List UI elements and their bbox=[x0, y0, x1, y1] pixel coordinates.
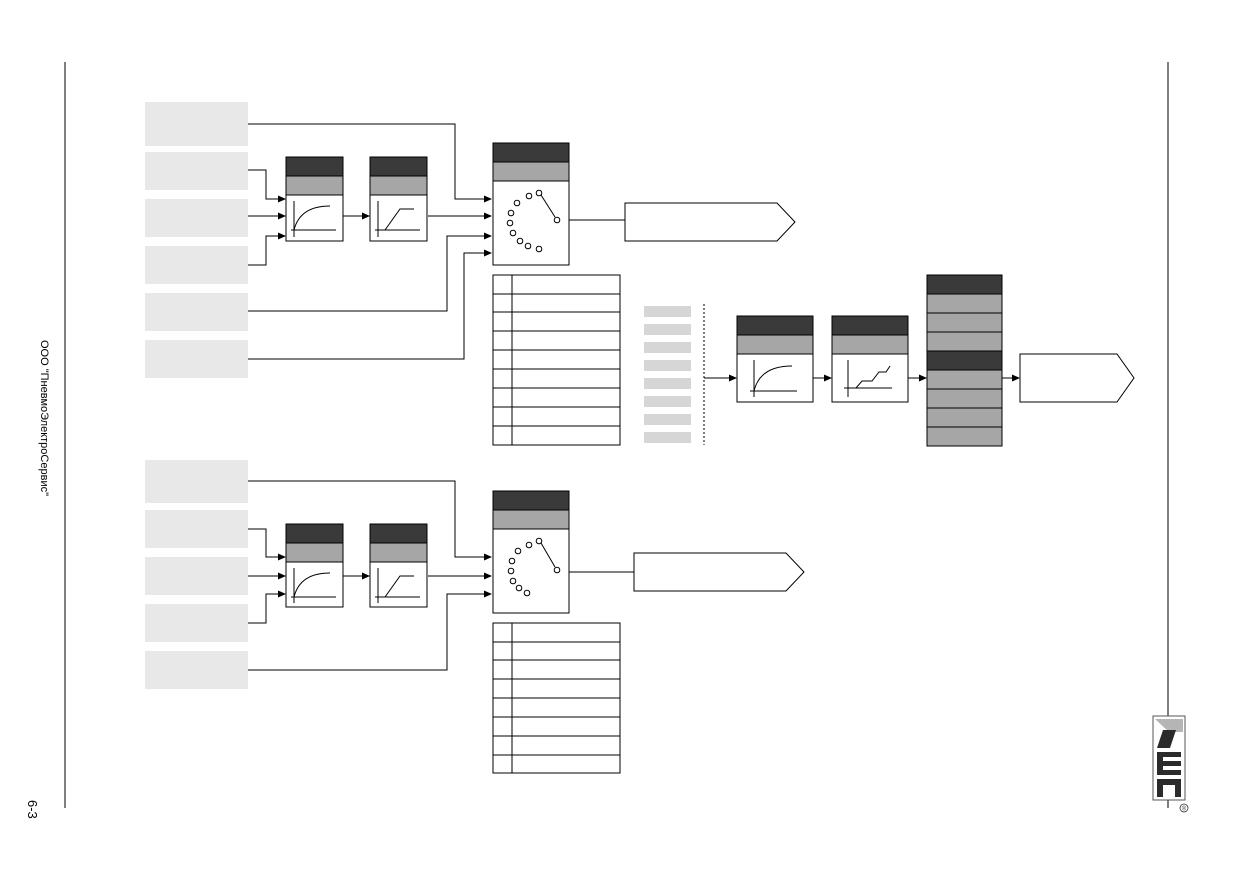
aux-bars bbox=[644, 306, 691, 443]
input-box bbox=[145, 246, 248, 284]
input-box bbox=[145, 152, 248, 190]
output-tag bbox=[633, 552, 805, 592]
output-stack bbox=[926, 274, 1003, 447]
input-box bbox=[145, 460, 248, 503]
lag-block bbox=[285, 523, 344, 608]
connector bbox=[248, 232, 492, 312]
connector bbox=[248, 249, 492, 360]
connector bbox=[248, 169, 286, 203]
input-box bbox=[145, 199, 248, 237]
lag-block bbox=[285, 156, 344, 242]
registered-mark: ® bbox=[1182, 806, 1187, 813]
connector bbox=[248, 232, 286, 266]
output-tag bbox=[624, 202, 796, 242]
selector-switch-block bbox=[492, 490, 570, 614]
input-box bbox=[145, 604, 248, 642]
staircase-block bbox=[831, 315, 909, 403]
right-chain bbox=[644, 274, 1135, 447]
group-b bbox=[145, 460, 805, 774]
lag-block bbox=[736, 315, 814, 403]
input-box bbox=[145, 293, 248, 331]
input-box bbox=[145, 510, 248, 548]
input-box bbox=[145, 651, 248, 689]
input-box bbox=[145, 102, 248, 146]
ramp-block bbox=[369, 523, 428, 608]
input-box bbox=[145, 557, 248, 595]
output-tag bbox=[1019, 353, 1135, 403]
selector-switch-block bbox=[492, 142, 570, 266]
group-a bbox=[145, 102, 796, 446]
parameter-table bbox=[492, 622, 621, 774]
input-box bbox=[145, 340, 248, 378]
parameter-table bbox=[492, 274, 621, 446]
pes-logo-icon: ® bbox=[1152, 715, 1189, 813]
connector bbox=[248, 123, 492, 203]
ramp-block bbox=[369, 156, 428, 242]
